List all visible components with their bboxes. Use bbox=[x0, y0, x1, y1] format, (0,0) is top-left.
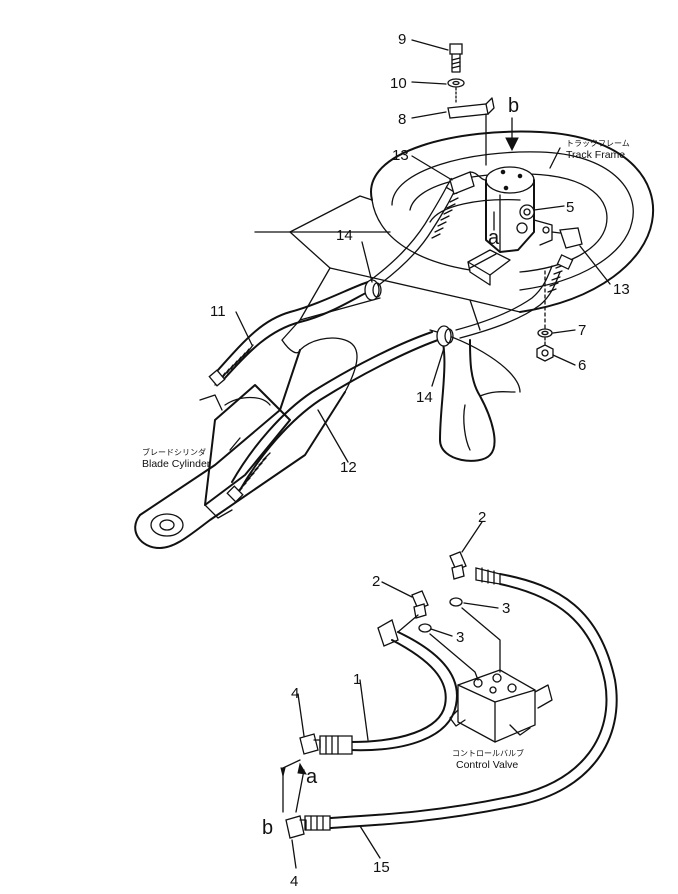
bolt-9 bbox=[449, 43, 463, 73]
track-frame bbox=[254, 130, 655, 462]
callout-10: 10 bbox=[390, 75, 407, 92]
callout-14-lower: 14 bbox=[416, 389, 433, 406]
connection-letters: a b a b bbox=[262, 95, 519, 839]
blade-cylinder-label-en: Blade Cylinder bbox=[142, 458, 211, 470]
callout-11: 11 bbox=[210, 303, 226, 320]
callout-13-right: 13 bbox=[613, 281, 630, 298]
mark-a-bottom: a bbox=[306, 766, 318, 788]
callout-12: 12 bbox=[340, 459, 357, 476]
callout-2-right: 2 bbox=[478, 509, 486, 526]
connection-arrows-bottom bbox=[280, 759, 307, 813]
callout-4-lower: 4 bbox=[290, 873, 298, 890]
control-valve bbox=[449, 669, 553, 743]
callout-5: 5 bbox=[566, 199, 574, 216]
track-frame-label-jp: トラックフレーム bbox=[566, 139, 630, 148]
o-ring-3-left bbox=[418, 623, 432, 633]
nut-6 bbox=[536, 344, 554, 362]
hose-12 bbox=[226, 254, 574, 503]
elbow-fitting-4-lower bbox=[285, 815, 307, 839]
connector-13-upper bbox=[449, 171, 487, 195]
callout-15: 15 bbox=[373, 859, 390, 876]
grommet-14-upper bbox=[364, 279, 382, 301]
callout-4-upper: 4 bbox=[291, 685, 299, 702]
hose-1 bbox=[319, 614, 458, 755]
connector-13-right bbox=[551, 227, 583, 249]
mark-b-top: b bbox=[508, 95, 519, 117]
connection-arrows-top bbox=[493, 117, 519, 231]
callout-numbers: 9 10 8 13 5 14 11 13 7 6 14 12 2 2 3 3 1… bbox=[210, 31, 630, 890]
callout-6: 6 bbox=[578, 357, 586, 374]
swivel-joint bbox=[467, 166, 553, 286]
callout-14-upper: 14 bbox=[336, 227, 353, 244]
callout-1: 1 bbox=[353, 671, 361, 688]
leader-lines bbox=[229, 39, 611, 869]
hose-11 bbox=[208, 177, 463, 387]
mark-a-top: a bbox=[488, 227, 500, 249]
track-frame-label-en: Track Frame bbox=[566, 149, 625, 161]
fitting-2-right bbox=[449, 551, 467, 580]
washer-10 bbox=[447, 78, 465, 88]
o-ring-3-right bbox=[449, 597, 463, 607]
blade-cylinder bbox=[199, 384, 291, 519]
washer-7 bbox=[537, 328, 553, 338]
callout-13-upper: 13 bbox=[392, 147, 409, 164]
hose-15 bbox=[304, 567, 618, 831]
control-valve-label-jp: コントロールバルブ bbox=[452, 748, 524, 758]
elbow-fitting-4-upper bbox=[299, 733, 321, 755]
grommet-14-lower bbox=[436, 325, 454, 347]
component-labels: トラックフレーム Track Frame ブレードシリンダ Blade Cyli… bbox=[142, 139, 630, 771]
blade-arm bbox=[134, 267, 381, 549]
blade-cylinder-label-jp: ブレードシリンダ bbox=[142, 447, 206, 457]
fitting-2-left bbox=[411, 590, 429, 619]
callout-2-left: 2 bbox=[372, 573, 380, 590]
mark-b-bottom: b bbox=[262, 817, 273, 839]
callout-7: 7 bbox=[578, 322, 586, 339]
bracket-8 bbox=[447, 97, 495, 166]
callout-3-left: 3 bbox=[456, 629, 464, 646]
callout-3-right: 3 bbox=[502, 600, 510, 617]
callout-8: 8 bbox=[398, 111, 406, 128]
callout-9: 9 bbox=[398, 31, 406, 48]
control-valve-label-en: Control Valve bbox=[456, 759, 518, 771]
